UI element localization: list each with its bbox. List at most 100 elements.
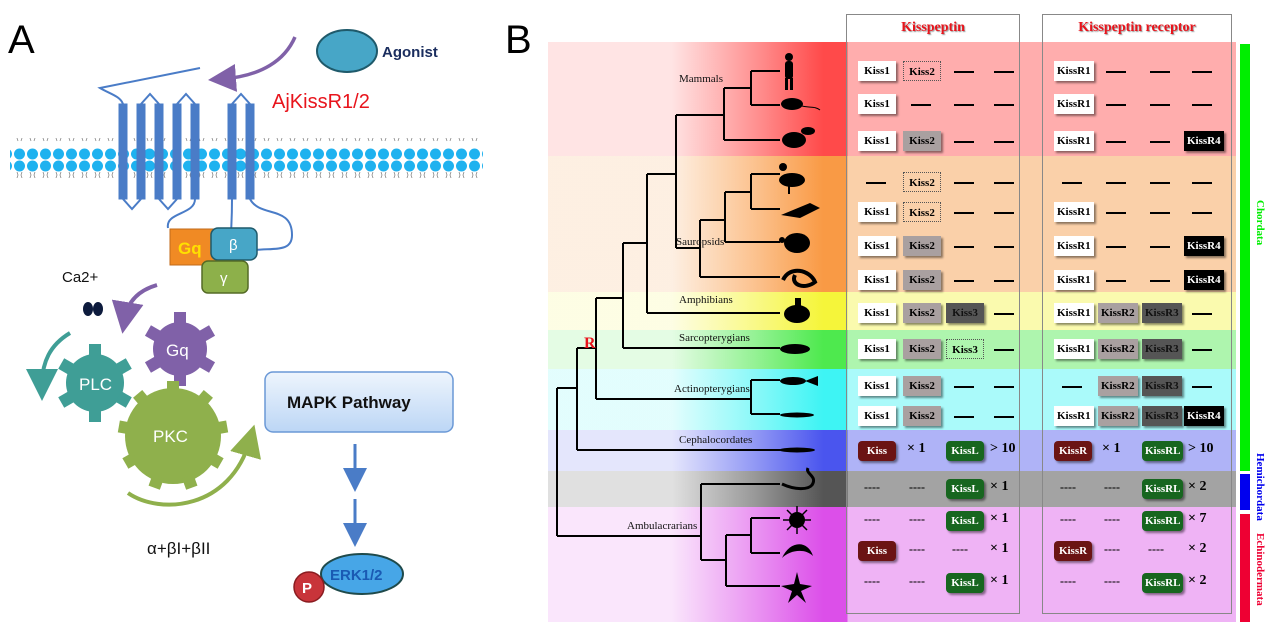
sea-urchin-icon <box>783 506 811 534</box>
copy-count: × 1 <box>990 541 1009 556</box>
receptor-column-frame <box>1042 14 1232 614</box>
absent-dash <box>994 246 1014 248</box>
absent-dash <box>1192 212 1212 214</box>
pkc-isoforms-label: α+βI+βII <box>147 539 210 558</box>
absent-dashed: ---- <box>1104 542 1120 556</box>
absent-dash <box>1150 246 1170 248</box>
pkc-cycle-arrow <box>126 424 261 507</box>
absent-dashed: ---- <box>1104 512 1120 526</box>
kiss-gene-kiss1: Kiss1 <box>858 202 896 222</box>
kiss-gene-kiss2: Kiss2 <box>903 406 941 426</box>
absent-dash <box>1150 212 1170 214</box>
kiss-gene-kiss2: Kiss2 <box>903 202 941 222</box>
absent-dashed: ---- <box>1060 512 1076 526</box>
absent-dash <box>1150 280 1170 282</box>
starfish-icon <box>781 572 812 603</box>
kiss-gene-kiss: Kiss <box>858 441 896 461</box>
copy-count: > 10 <box>1188 441 1214 456</box>
gear-plc-label: PLC <box>79 375 112 394</box>
absent-dash <box>994 141 1014 143</box>
kiss-gene-kiss2: Kiss2 <box>903 376 941 396</box>
absent-dash <box>1106 71 1126 73</box>
absent-dash <box>954 246 974 248</box>
receptor-gene-kissr2: KissR2 <box>1098 406 1138 426</box>
absent-dash <box>1150 104 1170 106</box>
absent-dash <box>1192 182 1212 184</box>
absent-dashed: ---- <box>1060 480 1076 494</box>
signaling-pathway-diagram: Agonist AjKissR1/2 Gq β γ Ca2+ <box>10 29 483 603</box>
absent-dashed: ---- <box>1148 542 1164 556</box>
kiss-gene-kiss1: Kiss1 <box>858 303 896 323</box>
kiss-gene-kiss1: Kiss1 <box>858 339 896 359</box>
receptor-gene-kissrl: KissRL <box>1142 441 1184 461</box>
absent-dashed: ---- <box>864 512 880 526</box>
hemichordata-bar <box>1240 474 1250 510</box>
receptor-gene-kissr1: KissR1 <box>1054 94 1094 114</box>
absent-dash <box>1106 141 1126 143</box>
receptor-gene-kissr2: KissR2 <box>1098 376 1138 396</box>
absent-dashed: ---- <box>909 512 925 526</box>
receptor-gene-kissr2: KissR2 <box>1098 339 1138 359</box>
phylogenetic-tree: R <box>556 53 821 603</box>
receptor-gene-kissr4: KissR4 <box>1184 406 1224 426</box>
absent-dash <box>994 212 1014 214</box>
absent-dash <box>1106 104 1126 106</box>
sea-cucumber-icon <box>782 544 813 558</box>
plc-arrow <box>26 331 72 401</box>
kiss-gene-kissl: KissL <box>946 479 984 499</box>
receptor-label: AjKissR1/2 <box>272 91 370 113</box>
kiss-gene-kiss1: Kiss1 <box>858 131 896 151</box>
receptor-gene-kissr: KissR <box>1054 441 1092 461</box>
absent-dash <box>1192 71 1212 73</box>
copy-count: × 1 <box>990 479 1009 494</box>
panel-a-label: A <box>8 18 35 62</box>
absent-dash <box>954 141 974 143</box>
absent-dash <box>954 182 974 184</box>
clade-label-cephalocordates: Cephalocordates <box>679 434 753 446</box>
chordata-bar <box>1240 44 1250 471</box>
receptor-gene-kissr3: KissR3 <box>1142 406 1182 426</box>
frog-icon <box>784 298 810 323</box>
mouse-icon <box>781 98 821 111</box>
gear-pkc-label: PKC <box>153 427 188 446</box>
absent-dash <box>994 349 1014 351</box>
receptor-gene-kissr1: KissR1 <box>1054 270 1094 290</box>
echinodermata-label: Echinodermata <box>1254 533 1266 606</box>
absent-dash <box>1192 104 1212 106</box>
agonist-ellipse <box>316 29 378 73</box>
receptor-gene-kissr4: KissR4 <box>1184 236 1224 256</box>
absent-dash <box>1106 280 1126 282</box>
pkc-gear <box>117 381 229 490</box>
kiss-gene-kissl: KissL <box>946 441 984 461</box>
receptor-gene-kissr1: KissR1 <box>1054 61 1094 81</box>
receptor-gene-kissr1: KissR1 <box>1054 131 1094 151</box>
copy-count: > 10 <box>990 441 1016 456</box>
mapk-label: MAPK Pathway <box>287 393 411 412</box>
receptor-gene-kissr3: KissR3 <box>1142 303 1182 323</box>
copy-count: × 2 <box>1188 541 1207 556</box>
hemichordata-label: Hemichordata <box>1254 453 1266 521</box>
clade-label-amphibians: Amphibians <box>679 294 733 306</box>
absent-dash <box>994 71 1014 73</box>
plc-gear <box>58 344 132 422</box>
clade-label-sauropsids: Sauropsids <box>676 236 725 248</box>
agonist-label: Agonist <box>382 44 438 61</box>
absent-dash <box>1062 182 1082 184</box>
kiss-gene-kiss1: Kiss1 <box>858 376 896 396</box>
absent-dashed: ---- <box>909 542 925 556</box>
absent-dash <box>1150 71 1170 73</box>
g-beta-label: β <box>229 237 238 254</box>
absent-dashed: ---- <box>909 480 925 494</box>
copy-count: × 1 <box>990 573 1009 588</box>
absent-dash <box>1062 386 1082 388</box>
gq-activation-arrow <box>111 283 158 334</box>
absent-dashed: ---- <box>864 480 880 494</box>
kiss-gene-kiss2: Kiss2 <box>903 131 941 151</box>
absent-dash <box>1192 313 1212 315</box>
gear-gq-label: Gq <box>166 341 189 360</box>
receptor-gene-kissr1: KissR1 <box>1054 236 1094 256</box>
absent-dash <box>1192 386 1212 388</box>
kisspeptin-header: Kisspeptin <box>901 20 965 35</box>
copy-count: × 7 <box>1188 511 1207 526</box>
receptor-gene-kissr1: KissR1 <box>1054 202 1094 222</box>
